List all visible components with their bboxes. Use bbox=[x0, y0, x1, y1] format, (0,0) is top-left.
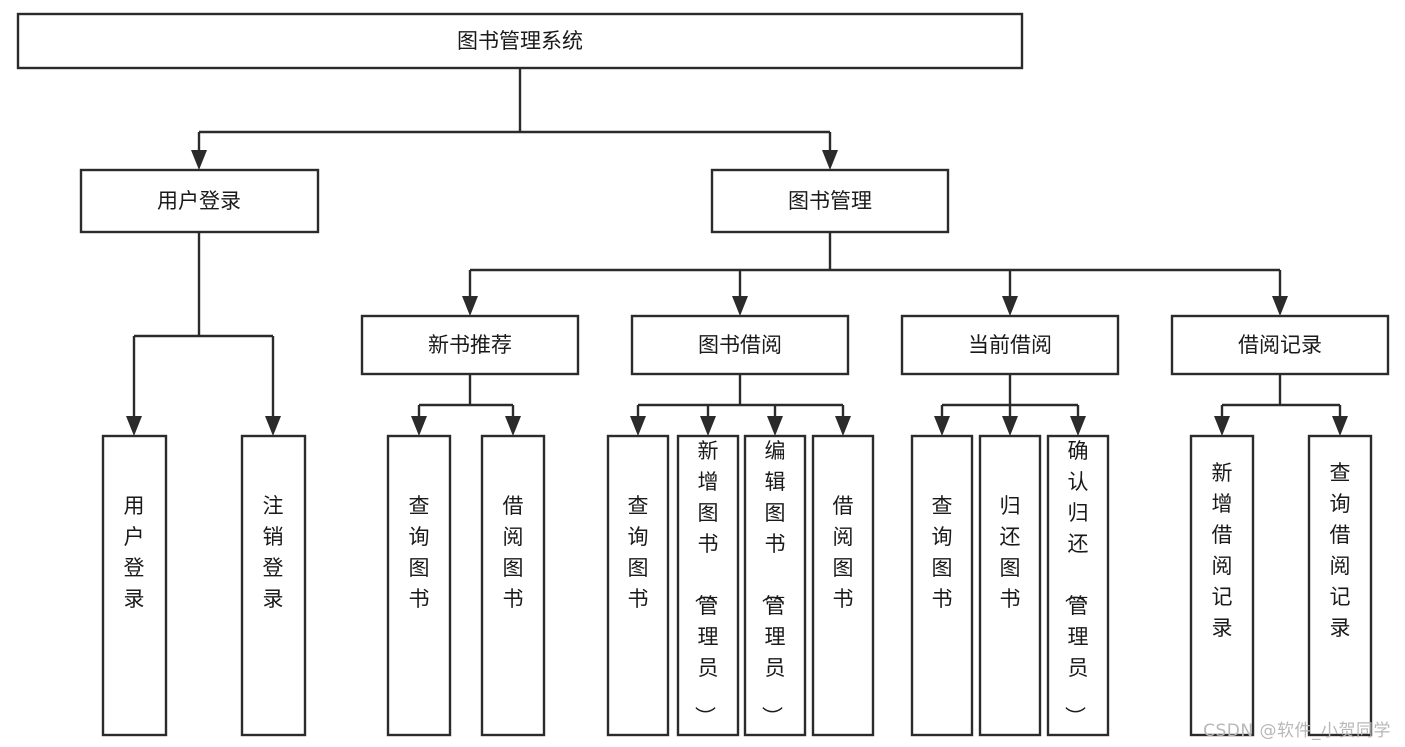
connector-layer bbox=[126, 68, 1348, 436]
node-book-management-label: 图书管理 bbox=[788, 189, 872, 213]
node-user-login-label: 用户登录 bbox=[157, 189, 241, 213]
arrowhead-current-borrow bbox=[1002, 296, 1018, 316]
node-root-label: 图书管理系统 bbox=[457, 29, 583, 53]
leaf-borrow-record-add-label: 新增借阅记录 bbox=[1212, 461, 1233, 640]
leaf-book-borrow-borrow-label: 借阅图书 bbox=[833, 494, 854, 611]
leaf-current-borrow-query-label: 查询图书 bbox=[932, 494, 953, 611]
leaf-borrow-record-query-label: 查询借阅记录 bbox=[1330, 461, 1351, 640]
leaf-book-borrow-query[interactable]: 查询图书 bbox=[606, 434, 670, 737]
arrowhead-current-borrow-leaf-1 bbox=[934, 416, 950, 436]
arrowhead-book-borrow-leaf-3 bbox=[767, 416, 783, 436]
leaf-new-book-borrow-label: 借阅图书 bbox=[503, 494, 524, 611]
leaf-user-login-logout-label: 注销登录 bbox=[263, 494, 284, 611]
node-book-management[interactable]: 图书管理 bbox=[710, 168, 950, 234]
leaf-book-borrow-add[interactable]: 新增图书（管理员） bbox=[676, 434, 740, 737]
node-new-book-recommend-label: 新书推荐 bbox=[428, 333, 512, 357]
arrowhead-book-borrow bbox=[732, 296, 748, 316]
leaf-user-login-login[interactable]: 用户登录 bbox=[101, 434, 168, 737]
node-book-borrow-label: 图书借阅 bbox=[698, 333, 782, 357]
leaf-new-book-query[interactable]: 查询图书 bbox=[386, 434, 452, 737]
arrowhead-current-borrow-leaf-2 bbox=[1002, 416, 1018, 436]
leaf-borrow-record-query[interactable]: 查询借阅记录 bbox=[1307, 434, 1373, 737]
leaf-user-login-login-label: 用户登录 bbox=[124, 494, 145, 611]
leaf-book-borrow-add-label: 新增图书（管理员） bbox=[693, 439, 719, 727]
leaf-current-borrow-confirm-label: 确认归还（管理员） bbox=[1063, 439, 1089, 727]
leaf-book-borrow-borrow[interactable]: 借阅图书 bbox=[811, 434, 875, 737]
leaf-book-borrow-query-label: 查询图书 bbox=[628, 494, 649, 611]
leaf-new-book-query-label: 查询图书 bbox=[409, 494, 430, 611]
node-root-book-management-system[interactable]: 图书管理系统 bbox=[16, 12, 1024, 70]
node-book-borrow[interactable]: 图书借阅 bbox=[630, 314, 850, 376]
leaf-current-borrow-query[interactable]: 查询图书 bbox=[910, 434, 974, 737]
leaf-current-borrow-return[interactable]: 归还图书 bbox=[978, 434, 1042, 737]
node-borrow-record[interactable]: 借阅记录 bbox=[1170, 314, 1390, 376]
leaf-book-borrow-edit-label: 编辑图书（管理员） bbox=[760, 439, 786, 727]
arrowhead-borrow-record-leaf-1 bbox=[1214, 416, 1230, 436]
leaf-current-borrow-confirm[interactable]: 确认归还（管理员） bbox=[1046, 434, 1110, 737]
arrowhead-book-borrow-leaf-2 bbox=[700, 416, 716, 436]
leaf-user-login-logout[interactable]: 注销登录 bbox=[240, 434, 307, 737]
leaf-current-borrow-return-label: 归还图书 bbox=[1000, 494, 1021, 611]
node-borrow-record-label: 借阅记录 bbox=[1238, 333, 1322, 357]
leaf-borrow-record-add[interactable]: 新增借阅记录 bbox=[1189, 434, 1255, 737]
node-new-book-recommend[interactable]: 新书推荐 bbox=[360, 314, 580, 376]
arrowhead-new-book bbox=[462, 296, 478, 316]
arrowhead-new-book-leaf-2 bbox=[505, 416, 521, 436]
leaf-book-borrow-edit[interactable]: 编辑图书（管理员） bbox=[743, 434, 807, 737]
node-user-login[interactable]: 用户登录 bbox=[79, 168, 320, 234]
arrowhead-book-borrow-leaf-4 bbox=[835, 416, 851, 436]
leaf-new-book-borrow[interactable]: 借阅图书 bbox=[480, 434, 546, 737]
arrowhead-new-book-leaf-1 bbox=[411, 416, 427, 436]
csdn-watermark: CSDN @软件_小贺同学 bbox=[1203, 721, 1391, 741]
arrowhead-current-borrow-leaf-3 bbox=[1070, 416, 1086, 436]
arrowhead-book-mgmt bbox=[822, 150, 838, 170]
arrowhead-user-login bbox=[191, 150, 207, 170]
arrowhead-leaf-logout bbox=[265, 416, 281, 436]
arrowhead-borrow-record bbox=[1272, 296, 1288, 316]
node-current-borrow[interactable]: 当前借阅 bbox=[900, 314, 1120, 376]
node-current-borrow-label: 当前借阅 bbox=[968, 333, 1052, 357]
arrowhead-borrow-record-leaf-2 bbox=[1332, 416, 1348, 436]
arrowhead-book-borrow-leaf-1 bbox=[630, 416, 646, 436]
arrowhead-leaf-user-login bbox=[126, 416, 142, 436]
